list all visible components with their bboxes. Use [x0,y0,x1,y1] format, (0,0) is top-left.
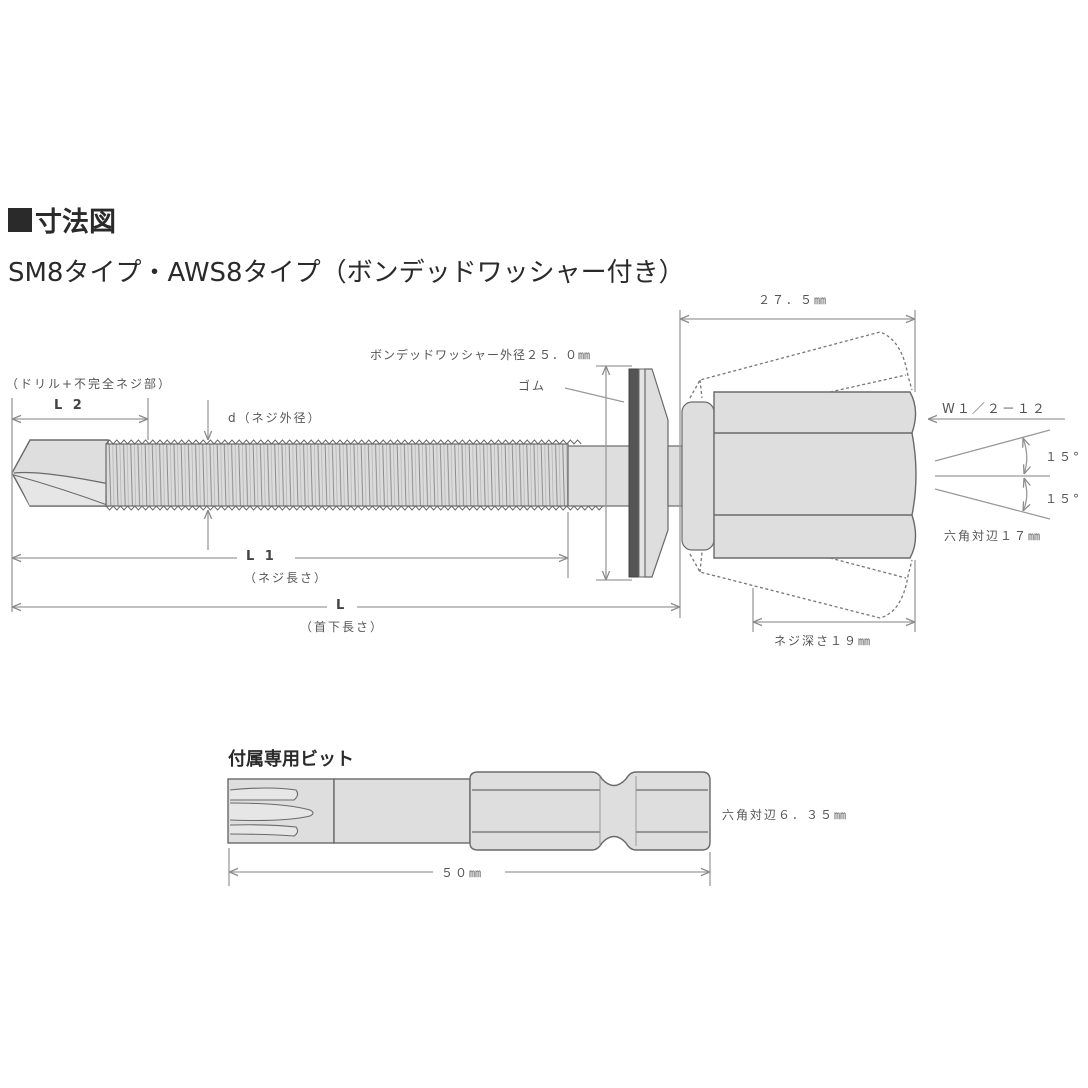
head-length-label: ２７．５㎜ [758,293,829,307]
driver-bit [227,771,711,851]
drill-part-label: （ドリル+不完全ネジ部） [6,377,173,391]
l-label: L [336,598,348,613]
l1-label: L 1 [246,549,277,564]
rubber-label: ゴム [518,379,547,393]
thread-spec-label: W１／２－１２ [942,402,1047,417]
thread-depth-label: ネジ深さ１９㎜ [774,634,873,648]
screw [11,331,917,619]
square-bullet-icon [8,207,32,232]
l-description: （首下長さ） [300,620,385,634]
l1-description: （ネジ長さ） [244,571,329,585]
angle-bottom-label: １５° [1045,492,1082,506]
product-subtitle: SM8タイプ・AWS8タイプ（ボンデッドワッシャー付き） [8,258,685,288]
l2-label: L 2 [54,398,85,413]
d-thread-diameter-label: d（ネジ外径） [228,411,322,425]
section-title-text: 寸法図 [35,207,116,238]
bit-title: 付属専用ビット [228,749,354,770]
bit-length-label: ５０㎜ [441,866,484,880]
angle-top-label: １５° [1045,450,1082,464]
bit-hex-label: 六角対辺６．３５㎜ [722,808,849,822]
section-title: 寸法図 [8,200,116,239]
hex-17mm-label: 六角対辺１７㎜ [944,529,1043,543]
washer-diameter-label: ボンデッドワッシャー外径２５．０㎜ [370,348,592,362]
